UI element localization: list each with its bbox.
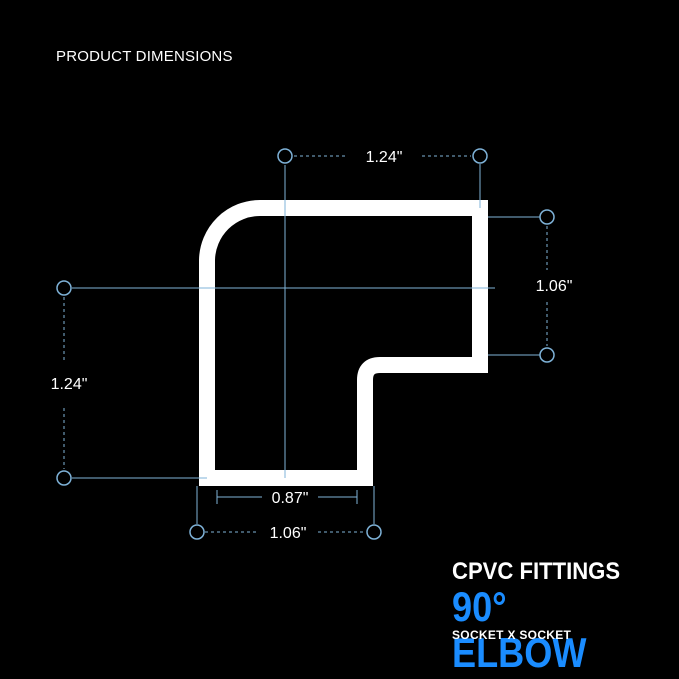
right-height-dimension: 1.06" — [488, 209, 573, 363]
elbow-outline — [199, 200, 488, 486]
outer-width-label: 1.06" — [270, 525, 307, 542]
left-height-label: 1.24" — [51, 376, 88, 393]
outer-width-dimension: 1.06" — [189, 486, 382, 542]
inner-width-dimension: 0.87" — [216, 490, 358, 507]
brand-line-90-elbow: 90° ELBOW — [452, 583, 587, 676]
top-width-label: 1.24" — [366, 149, 403, 166]
left-height-dimension: 1.24" — [51, 280, 207, 486]
brand-line-cpvc-fittings: CPVC FITTINGS — [452, 558, 621, 585]
inner-width-label: 0.87" — [272, 490, 309, 507]
diagram-heading: PRODUCT DIMENSIONS — [56, 48, 233, 65]
brand-line-socket-x-socket: SOCKET X SOCKET — [452, 628, 572, 642]
right-height-label: 1.06" — [536, 278, 573, 295]
top-width-dimension: 1.24" — [277, 148, 488, 208]
